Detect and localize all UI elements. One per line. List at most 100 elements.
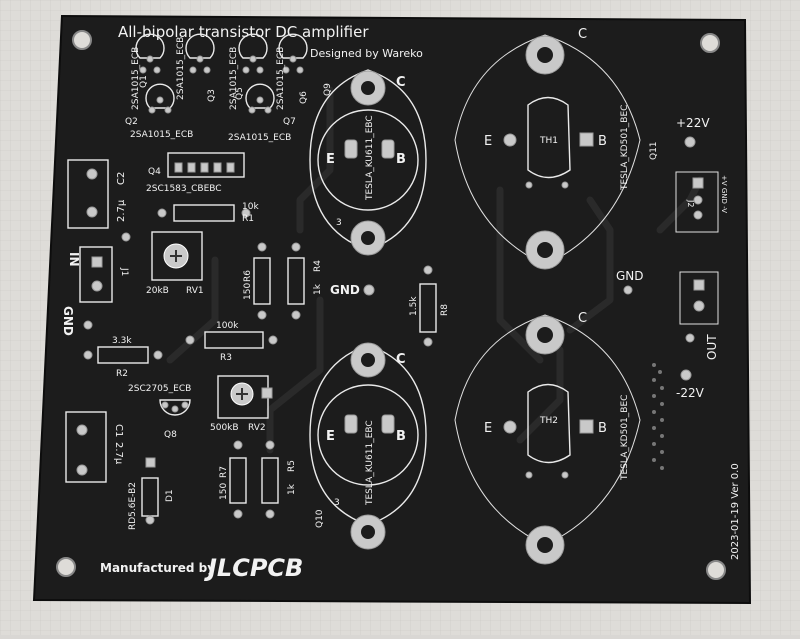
- out-connector: [679, 271, 719, 325]
- th1-label: TH1: [539, 136, 558, 146]
- vplus-label: +22V: [676, 116, 710, 130]
- r6-label: R6: [243, 270, 253, 282]
- q9-pin-b: B: [396, 152, 406, 167]
- r2-label: R2: [116, 369, 128, 379]
- q9-pin-c: C: [396, 75, 406, 90]
- q5-part-label: 2SA1015_ECB: [229, 47, 239, 110]
- r7-label: R7: [219, 466, 229, 478]
- q5b-part-label: 2SA1015_ECB: [276, 47, 286, 110]
- j2-label: J2: [686, 199, 695, 207]
- rv1-outline: [151, 231, 203, 281]
- q1-part-label: 2SA1015_ECB: [131, 47, 141, 110]
- q4-label: Q4: [148, 167, 161, 177]
- r6-body: [253, 257, 271, 305]
- j1-outline: [79, 246, 113, 303]
- r8-value: 1.5k: [409, 296, 419, 316]
- c1-pad-2: [76, 464, 88, 476]
- q2-part-label: 2SA1015_ECB: [130, 130, 193, 140]
- c1-pad-1: [76, 424, 88, 436]
- c2-outline: [67, 159, 109, 229]
- q10-part-label: TESLA_KU611_EBC: [365, 420, 375, 506]
- r7-body: [229, 457, 247, 504]
- r2-body: [97, 346, 149, 364]
- c2-pad-1: [86, 168, 98, 180]
- r5-value: 1k: [287, 483, 297, 495]
- q4-part-label: 2SC1583_CBEBC: [146, 184, 222, 194]
- q8-label: Q8: [164, 430, 177, 440]
- pcb-board: [32, 14, 752, 605]
- in-label: IN: [67, 252, 81, 267]
- q10-pin-e: E: [326, 429, 335, 444]
- q9-pin-3: 3: [336, 218, 342, 228]
- th2-label: TH2: [539, 416, 558, 426]
- j1-label: J1: [119, 267, 129, 276]
- c1-label: C1: [113, 424, 124, 437]
- r6-value: 150: [243, 283, 253, 300]
- out-label: OUT: [705, 334, 719, 360]
- manufacturer-prefix: Manufactured by: [100, 561, 215, 575]
- rv1-label: RV1: [186, 286, 204, 296]
- q4-header: [167, 152, 245, 178]
- r3-body: [204, 331, 264, 349]
- j2-connector: [675, 171, 719, 233]
- q8-part-label: 2SC2705_ECB: [128, 384, 191, 394]
- c2-pad-2: [86, 206, 98, 218]
- gnd-left-label: GND: [61, 306, 75, 336]
- date-version: 2023-01-19 Ver 0.0: [730, 463, 741, 560]
- r8-body: [419, 283, 437, 333]
- q7-part-label: 2SA1015_ECB: [228, 133, 291, 143]
- q11-footprint: [454, 34, 641, 270]
- rv2-label: RV2: [248, 423, 266, 433]
- q8-outline: [159, 399, 191, 416]
- r4-label: R4: [313, 260, 323, 272]
- q3-label: Q3: [207, 89, 217, 102]
- c1-value: 2.7μ: [113, 442, 124, 465]
- board-title: All-bipolar transistor DC amplifier: [118, 23, 369, 41]
- c1-outline: [65, 411, 107, 483]
- r5-label: R5: [287, 460, 297, 472]
- q3-part-label: 2SA1015_ECB: [176, 37, 186, 100]
- small-transistors: [135, 33, 308, 114]
- q11-pin-b: B: [598, 134, 607, 149]
- via-field: [652, 363, 664, 470]
- r7-value: 150: [219, 483, 229, 500]
- d1-label: D1: [165, 489, 175, 502]
- j1-pad-1: [91, 256, 103, 268]
- manufacturer-brand: JLCPCB: [204, 554, 303, 582]
- q10-label: Q10: [315, 509, 325, 528]
- d1-part-label: RD5.6E-B2: [128, 482, 138, 530]
- r3-label: R3: [220, 353, 232, 363]
- rv2-value: 500kB: [210, 423, 239, 433]
- r8-label: R8: [440, 304, 450, 316]
- j1-pad-2: [91, 280, 103, 292]
- c2-label: C2: [116, 172, 127, 185]
- q6-label: Q6: [299, 91, 309, 104]
- gnd-right-label: GND: [616, 269, 644, 283]
- q10-footprint: [309, 342, 427, 550]
- q12-pin-b: B: [598, 421, 607, 436]
- q9-label: Q9: [323, 83, 333, 96]
- q9-footprint: [309, 69, 427, 256]
- q12-part-label: TESLA_KD501_BEC: [620, 395, 630, 481]
- q12-pin-e: E: [484, 421, 492, 436]
- r4-value: 1k: [313, 283, 323, 295]
- rv1-value: 20kB: [146, 286, 169, 296]
- q10-pin-b: B: [396, 429, 406, 444]
- gnd-mid-label: GND: [330, 283, 360, 297]
- q7-label: Q7: [283, 117, 296, 127]
- q12-pin-c: C: [578, 311, 587, 326]
- r1-label: R1: [242, 214, 254, 224]
- q5-label: Q5: [235, 87, 245, 100]
- q10-pin-c: C: [396, 352, 406, 367]
- q2-label: Q2: [125, 117, 138, 127]
- r1-body: [173, 204, 235, 222]
- j2-pins-label: +V GND -V: [720, 175, 728, 213]
- q9-part-label: TESLA_KU611_EBC: [365, 115, 375, 201]
- q12-footprint: [454, 314, 641, 565]
- r4-body: [287, 257, 305, 305]
- vminus-label: -22V: [676, 386, 705, 400]
- q9-pin-e: E: [326, 152, 335, 167]
- board-designer: Designed by Wareko: [310, 47, 423, 60]
